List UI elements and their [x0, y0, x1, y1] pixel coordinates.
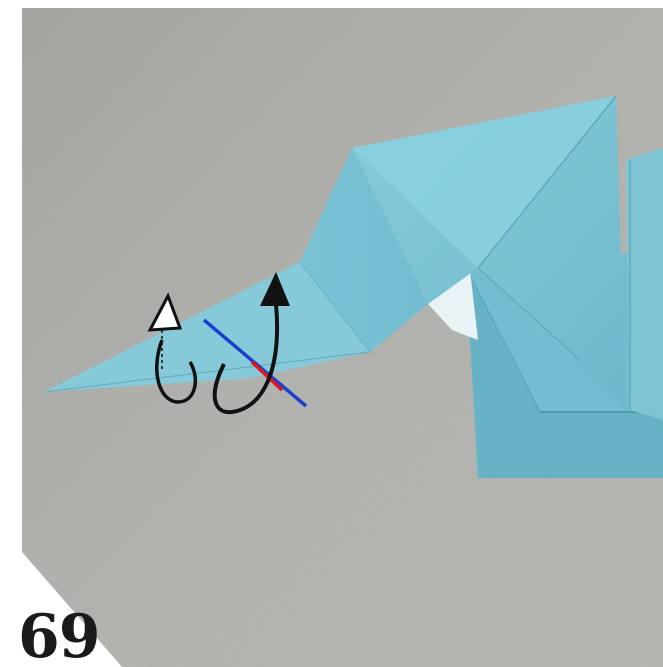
back-flap — [626, 148, 663, 420]
step-number: 69 — [18, 607, 100, 667]
